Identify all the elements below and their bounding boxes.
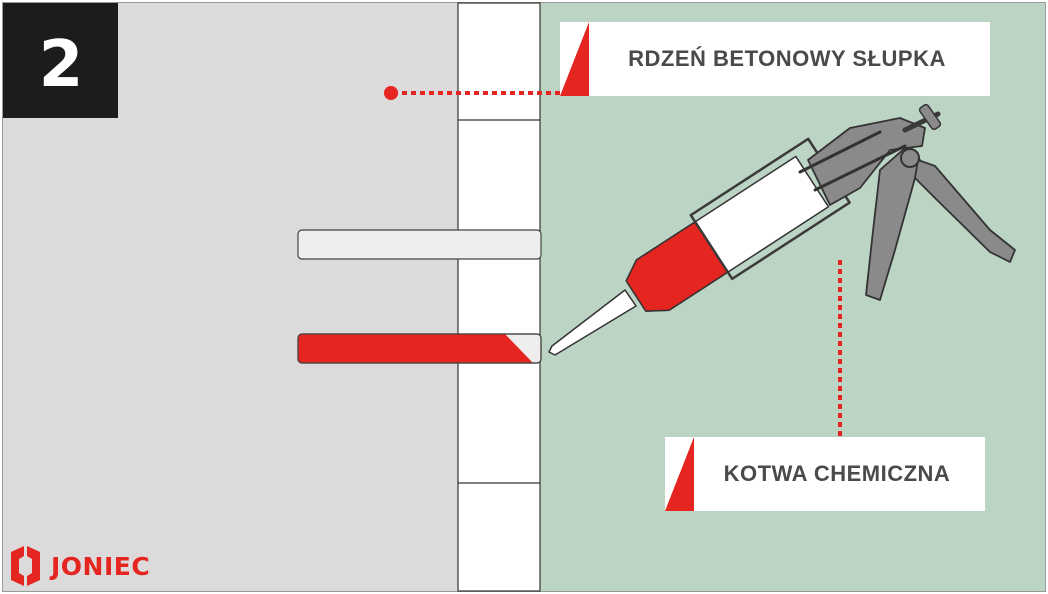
callout-label-core: RDZEŃ BETONOWY SŁUPKA — [628, 46, 946, 71]
gun-trigger — [914, 159, 1016, 263]
caulking-gun-illustration — [548, 103, 1016, 356]
plunger-cap — [918, 103, 942, 131]
callout-chemical-anchor: KOTWA CHEMICZNA — [665, 260, 985, 511]
step-badge — [3, 3, 118, 118]
callout-box-core — [560, 22, 990, 96]
drilled-hole — [297, 229, 542, 260]
callout-box-anchor — [665, 437, 985, 511]
callout-concrete-core: RDZEŃ BETONOWY SŁUPKA — [384, 22, 990, 100]
callout-accent-anchor — [665, 437, 694, 511]
hole-with-chemical-anchor — [297, 333, 542, 364]
cartridge-nozzle — [548, 289, 637, 356]
gun-rod-lower — [813, 144, 907, 192]
post-wall — [457, 2, 541, 592]
gun-rod — [798, 130, 882, 174]
gun-frame — [807, 117, 926, 206]
joniec-logo: JONIEC — [11, 546, 150, 586]
joniec-logo-icon — [11, 546, 40, 586]
gun-pivot — [900, 148, 920, 168]
joniec-logo-text: JONIEC — [49, 552, 150, 581]
callout-accent-core — [560, 22, 589, 96]
leader-dot-core — [384, 86, 398, 100]
step-number: 2 — [39, 28, 84, 102]
callout-label-anchor: KOTWA CHEMICZNA — [724, 461, 951, 486]
